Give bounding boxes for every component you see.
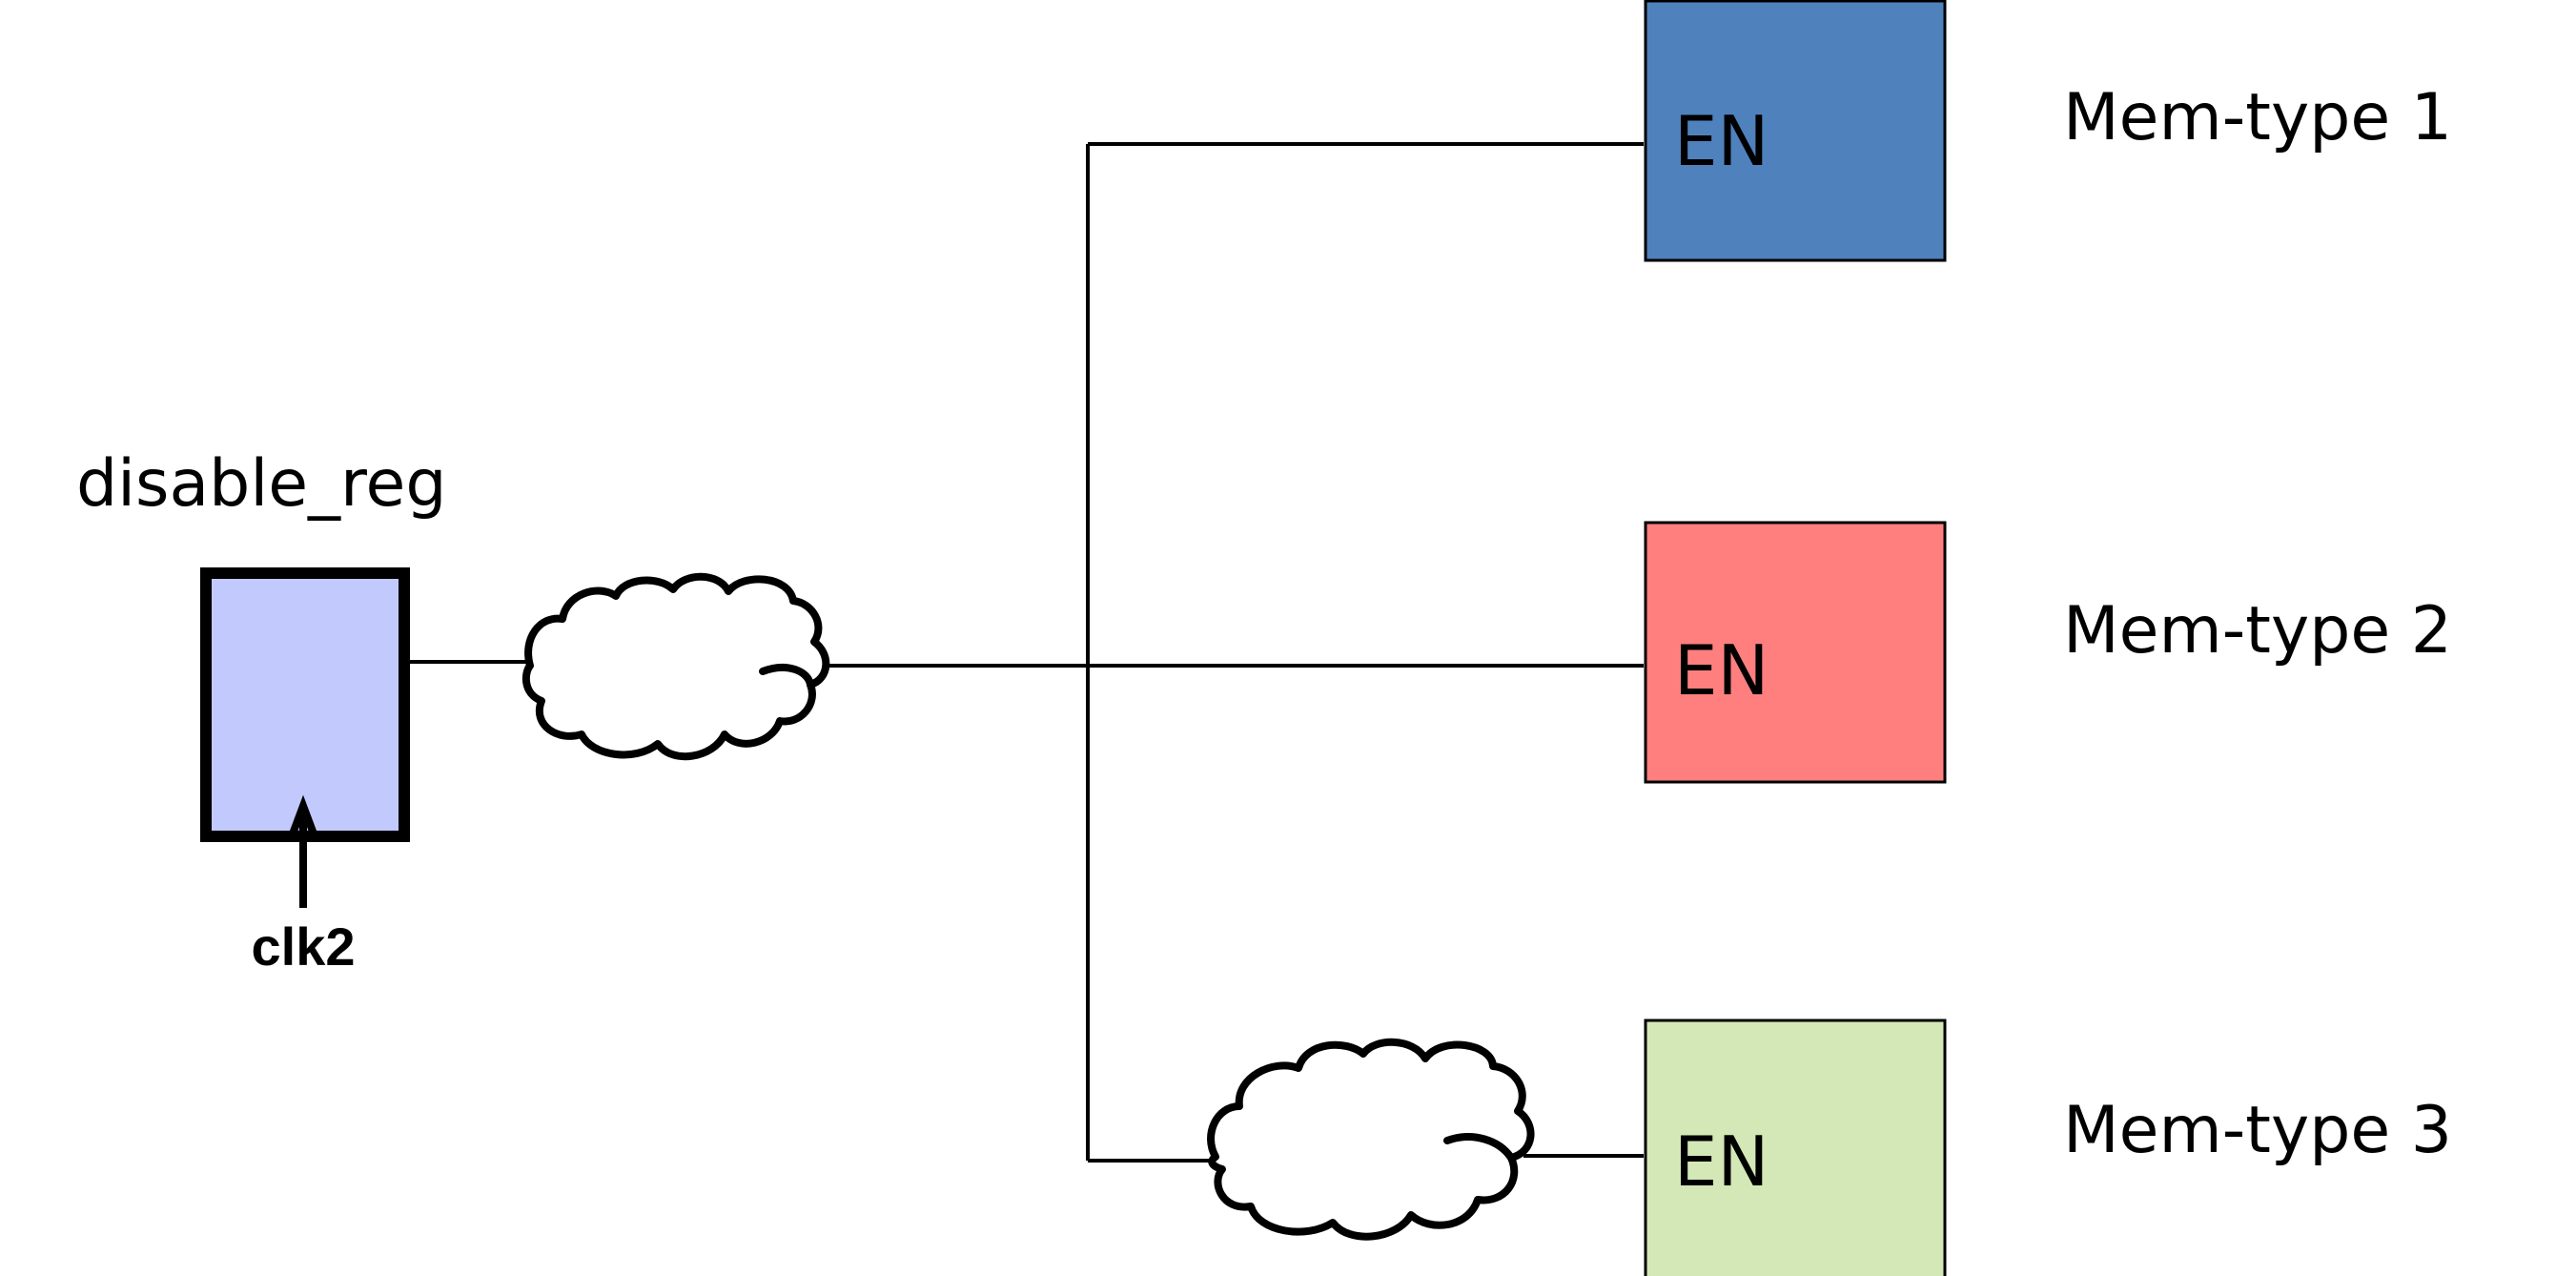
memory-3-box: [1644, 1019, 1947, 1276]
memory-1-label: Mem-type 1: [2063, 80, 2452, 155]
clock-edge-marker: [288, 794, 318, 838]
memory-block-2: EN: [1644, 521, 1947, 784]
memory-block-1: EN: [1644, 0, 1947, 262]
clock-label: clk2: [252, 916, 356, 977]
logic-cloud-1: [521, 572, 830, 761]
memory-2-enable-port: EN: [1674, 630, 1768, 710]
memory-block-3: EN: [1644, 1019, 1947, 1276]
memory-3-label: Mem-type 3: [2063, 1093, 2452, 1168]
register-name-label: disable_reg: [76, 446, 447, 522]
disable-reg-box: [200, 567, 410, 842]
memory-2-label: Mem-type 2: [2063, 593, 2452, 669]
memory-3-enable-port: EN: [1674, 1122, 1768, 1202]
logic-cloud-2: [1207, 1038, 1535, 1241]
memory-1-box: [1644, 0, 1947, 262]
memory-2-box: [1644, 521, 1947, 784]
memory-1-enable-port: EN: [1674, 101, 1768, 181]
